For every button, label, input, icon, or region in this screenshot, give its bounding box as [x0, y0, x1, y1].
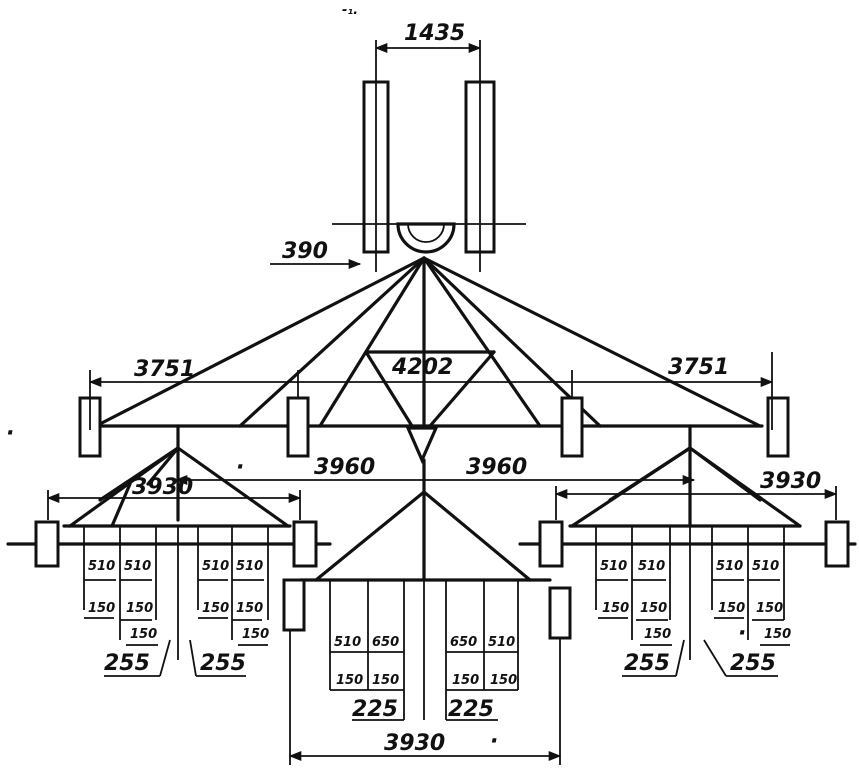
right-offset-6: 150 [764, 627, 791, 642]
center-section [282, 458, 572, 765]
right-section [518, 424, 857, 677]
span-right-label: 3751 [668, 355, 729, 380]
center-section-width-label: 3930 [384, 731, 445, 756]
right-group-2: 255 [730, 651, 776, 676]
center-group-2: 225 [448, 697, 494, 722]
right-spacing-3: 510 [716, 559, 743, 574]
tractor-wheels [332, 40, 526, 272]
hitch-offset-label: 390 [282, 239, 328, 264]
center-spacing-3: 650 [450, 635, 477, 650]
left-section-width-label: 3930 [132, 475, 193, 500]
right-spacing-1: 510 [600, 559, 627, 574]
left-offset-6: 150 [242, 627, 269, 642]
span-left-label: 3751 [134, 357, 195, 382]
svg-text:·: · [6, 421, 14, 446]
left-offset-2: 150 [126, 601, 153, 616]
svg-text:-₁.: -₁. [342, 3, 358, 18]
left-spacing-3: 510 [202, 559, 229, 574]
left-spacing-1: 510 [88, 559, 115, 574]
main-drawbar-rays [94, 256, 762, 428]
right-offset-3: 150 [644, 627, 671, 642]
span-center-label: 4202 [391, 355, 453, 380]
center-offset-4: 150 [490, 673, 517, 688]
offset-right-label: 3960 [466, 455, 527, 480]
right-spacing-4: 510 [752, 559, 779, 574]
right-offset-4: 150 [718, 601, 745, 616]
hitch-point [396, 222, 456, 254]
center-offset-3: 150 [452, 673, 479, 688]
center-offset-1: 150 [336, 673, 363, 688]
svg-text:·: · [738, 621, 746, 646]
center-spacing-1: 510 [334, 635, 361, 650]
left-spacing-4: 510 [236, 559, 263, 574]
right-group-1: 255 [624, 651, 670, 676]
center-triangle [364, 350, 496, 464]
right-offset-5: 150 [756, 601, 783, 616]
left-offset-5: 150 [236, 601, 263, 616]
svg-text:·: · [490, 729, 498, 754]
right-section-width-label: 3930 [760, 469, 821, 494]
center-spacing-4: 510 [488, 635, 515, 650]
right-offset-2: 150 [640, 601, 667, 616]
left-offset-4: 150 [202, 601, 229, 616]
left-group-1: 255 [104, 651, 150, 676]
center-group-1: 225 [352, 697, 398, 722]
offset-left-label: 3960 [314, 455, 375, 480]
svg-text:·: · [236, 455, 244, 480]
left-spacing-2: 510 [124, 559, 151, 574]
gauge-label: 1435 [404, 21, 465, 46]
right-spacing-2: 510 [638, 559, 665, 574]
left-offset-1: 150 [88, 601, 115, 616]
center-offset-2: 150 [372, 673, 399, 688]
right-offset-1: 150 [602, 601, 629, 616]
left-offset-3: 150 [130, 627, 157, 642]
left-group-2: 255 [200, 651, 246, 676]
center-spacing-2: 650 [372, 635, 399, 650]
left-section [6, 424, 332, 677]
